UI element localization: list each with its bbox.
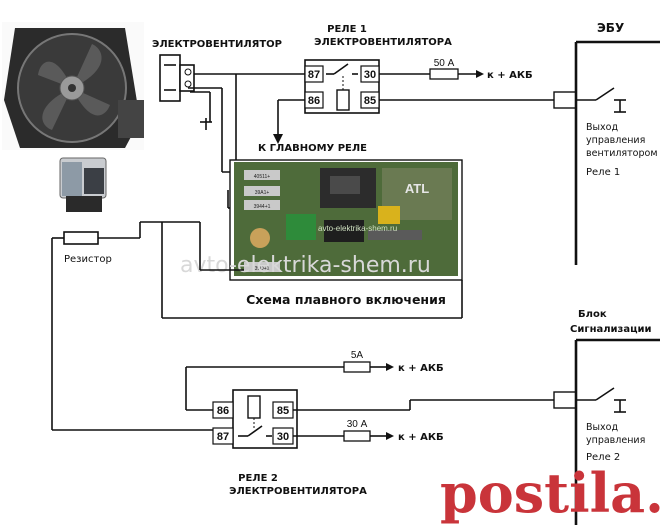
fan-motor-symbol [159, 54, 195, 102]
pcb-pad-1: 40511+ [254, 174, 271, 180]
ecu-output-line2: управления [586, 135, 645, 146]
alarm-connector [553, 391, 577, 409]
relay2-subtitle: ЭЛЕКТРОВЕНТИЛЯТОРА [229, 486, 367, 497]
battery-label-2: к + АКБ [398, 363, 444, 374]
fuse-50a [429, 68, 459, 80]
relay2-pin-85: 85 [277, 405, 289, 417]
fuse-5a-label: 5А [351, 350, 364, 361]
alarm-label-2: Сигнализации [570, 324, 652, 335]
relay1-pin-86: 86 [308, 95, 320, 107]
resistor-photo [59, 157, 107, 212]
pcb-pad-2: 39A1+ [255, 190, 270, 196]
relay1-subtitle: ЭЛЕКТРОВЕНТИЛЯТОРА [314, 37, 452, 48]
pcb-brand: ATL [405, 181, 429, 196]
relay1-pin-85: 85 [364, 95, 376, 107]
pcb-photo: 40511+ 39A1+ 3944+1 39D+1 ATL avto-elekt… [234, 162, 458, 276]
pcb-pad-4: 39D+1 [255, 266, 270, 272]
pcb-watermark: avto-elektrika-shem.ru [318, 224, 397, 233]
alarm-label-1: Блок [578, 309, 607, 320]
resistor-symbol [63, 231, 99, 245]
relay2-pin-87: 87 [217, 431, 229, 443]
to-main-relay-label: К ГЛАВНОМУ РЕЛЕ [258, 143, 367, 154]
ecu-output-line4: Реле 1 [586, 167, 620, 178]
alarm-output-line1: Выход [586, 422, 618, 433]
ecu-connector [553, 91, 577, 109]
alarm-output-line2: управления [586, 435, 645, 446]
resistor-label: Резистор [64, 254, 112, 265]
fuse-50a-label: 50 А [434, 58, 455, 69]
battery-label-1: к + АКБ [487, 70, 533, 81]
soft-start-caption: Схема плавного включения [246, 292, 446, 307]
ecu-output-line3: вентилятором [586, 148, 658, 159]
fan-label: ЭЛЕКТРОВЕНТИЛЯТОР [152, 39, 282, 50]
relay2-pin-30: 30 [277, 431, 289, 443]
relay1 [304, 59, 380, 114]
fuse-30a-label: 30 А [347, 419, 368, 430]
postila-logo: postila.ru [440, 461, 660, 525]
fan-photo [2, 22, 144, 150]
pcb-pad-3: 3944+1 [254, 204, 271, 210]
battery-label-3: к + АКБ [398, 432, 444, 443]
fuse-5a [343, 361, 371, 373]
relay2-pin-86: 86 [217, 405, 229, 417]
relay2-title: РЕЛЕ 2 [238, 473, 278, 484]
relay1-pin-30: 30 [364, 69, 376, 81]
ecu-label: ЭБУ [597, 21, 624, 35]
ecu-output-line1: Выход [586, 122, 618, 133]
alarm-output-line3: Реле 2 [586, 452, 620, 463]
fuse-30a [343, 430, 371, 442]
relay1-title: РЕЛЕ 1 [327, 24, 367, 35]
site-watermark: avto-elektrika-shem.ru [180, 253, 431, 278]
postila-brand: postila.ru [440, 461, 660, 525]
relay1-pin-87: 87 [308, 69, 320, 81]
